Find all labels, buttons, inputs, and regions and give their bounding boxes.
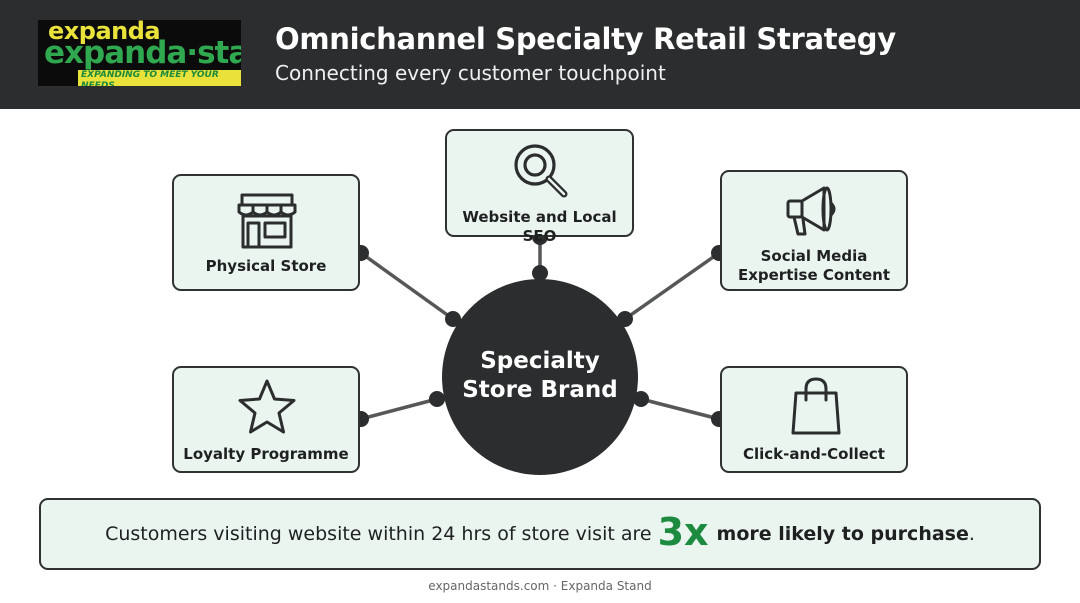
node-website-seo[interactable]: Website and Local SEO bbox=[445, 129, 634, 245]
node-label: Website and Local SEO bbox=[462, 208, 617, 245]
node-physical-store[interactable]: Physical Store bbox=[172, 174, 360, 291]
banner-highlight: 3x bbox=[657, 510, 709, 554]
hub-label: Specialty Store Brand bbox=[462, 348, 618, 403]
connector-click-collect bbox=[640, 397, 720, 421]
logo-text-top: expanda bbox=[48, 20, 161, 45]
shopping-bag-icon bbox=[791, 377, 841, 435]
megaphone-icon bbox=[786, 186, 836, 236]
connector-physical-store bbox=[359, 251, 455, 321]
star-icon bbox=[238, 379, 296, 434]
banner-period: . bbox=[968, 523, 975, 545]
connector-dot bbox=[429, 391, 445, 407]
node-label: Click-and-Collect bbox=[743, 445, 885, 463]
banner-text: Customers visiting website within 24 hrs… bbox=[105, 523, 652, 545]
logo-tagline: EXPANDING TO MEET YOUR NEEDS bbox=[78, 70, 241, 86]
node-label: Loyalty Programme bbox=[183, 445, 349, 463]
logo-text-main: expanda·stand bbox=[44, 35, 241, 71]
connector-loyalty bbox=[360, 397, 438, 421]
node-loyalty-programme[interactable]: Loyalty Programme bbox=[172, 366, 360, 473]
stat-banner: Customers visiting website within 24 hrs… bbox=[39, 498, 1041, 570]
hub-circle[interactable]: Specialty Store Brand bbox=[442, 279, 638, 475]
connector-social-media bbox=[623, 251, 721, 321]
banner-emphasis: more likely to purchase bbox=[716, 523, 969, 545]
search-icon bbox=[514, 144, 568, 198]
connector-dot bbox=[633, 391, 649, 407]
header-bar: expanda expanda·stand EXPANDING TO MEET … bbox=[0, 0, 1080, 109]
footer-credit: expandastands.com · Expanda Stand bbox=[428, 579, 652, 593]
node-click-and-collect[interactable]: Click-and-Collect bbox=[720, 366, 908, 473]
storefront-icon bbox=[237, 193, 297, 249]
connector-dot bbox=[532, 265, 548, 281]
node-label: Social Media Expertise Content bbox=[737, 247, 891, 284]
node-social-media[interactable]: Social Media Expertise Content bbox=[720, 170, 908, 291]
brand-logo[interactable]: expanda expanda·stand EXPANDING TO MEET … bbox=[38, 20, 241, 86]
page-title: Omnichannel Specialty Retail Strategy bbox=[275, 22, 896, 56]
node-label: Physical Store bbox=[205, 257, 327, 275]
page-subtitle: Connecting every customer touchpoint bbox=[275, 61, 666, 85]
